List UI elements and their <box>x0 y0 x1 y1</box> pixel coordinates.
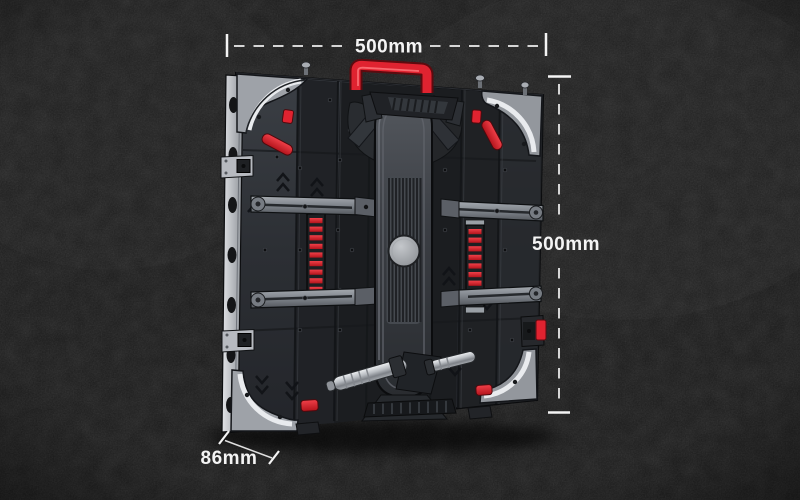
spine-disc <box>387 234 421 268</box>
bottom-foot <box>467 405 493 420</box>
latch-bar-top-left <box>250 195 378 218</box>
depth-tick-right <box>268 450 280 465</box>
corner-plate-bottom-left <box>230 369 299 432</box>
latch-bar-bottom-right <box>440 285 543 308</box>
depth-dimension-label: 86mm <box>201 448 258 469</box>
top-screws <box>301 61 530 95</box>
carry-handle <box>349 58 434 93</box>
latch-bar-top-right <box>440 198 544 222</box>
bottom-foot <box>295 421 321 436</box>
edge-bracket-lower-left <box>221 328 255 353</box>
center-spine <box>347 95 463 422</box>
edge-bracket-upper-left <box>220 154 254 179</box>
dimension-height: 500mm <box>532 75 600 414</box>
depth-tick-left <box>218 430 230 445</box>
width-dimension-label: 500mm <box>355 37 423 58</box>
red-clips <box>261 109 503 412</box>
corner-plate-top-left <box>236 73 309 134</box>
height-dimension-label: 500mm <box>532 234 600 255</box>
edge-lock-right <box>520 314 547 348</box>
corner-plate-top-right <box>481 90 543 157</box>
corner-plate-bottom-right <box>479 348 538 404</box>
chevron-markings <box>247 172 494 432</box>
led-cabinet-rear <box>220 58 547 436</box>
latch-bar-bottom-left <box>250 286 378 309</box>
chrome-connector-right <box>423 351 476 376</box>
red-stripe-strip-left <box>306 208 326 303</box>
dimension-depth: 86mm <box>201 430 280 469</box>
top-grill <box>388 97 448 114</box>
top-mount <box>361 91 465 127</box>
dimension-width: 500mm <box>225 33 548 58</box>
